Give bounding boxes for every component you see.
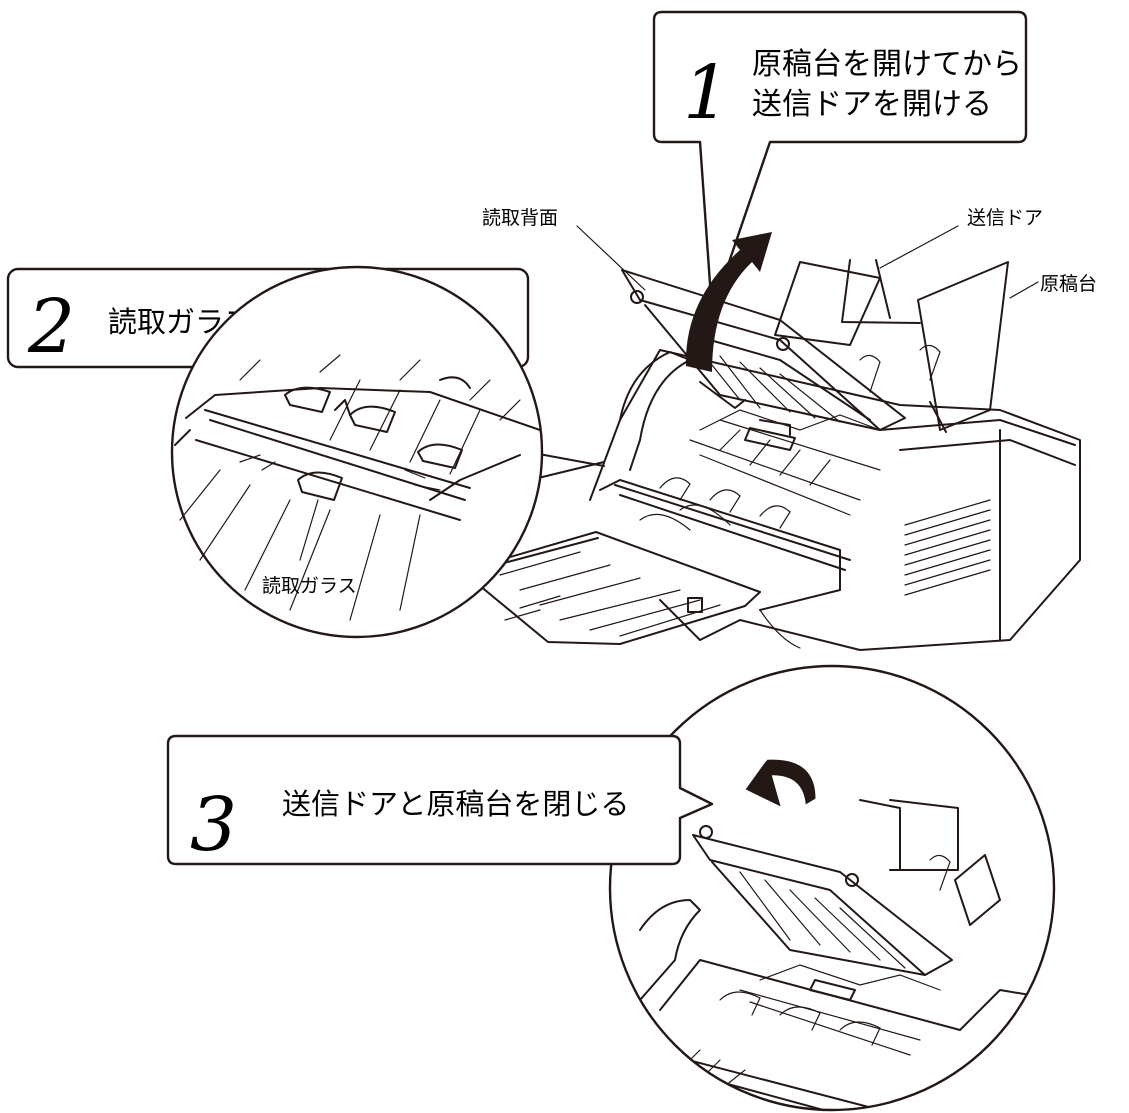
step-3-text: 送信ドアと原稿台を閉じる	[282, 787, 629, 821]
reading-back-leader-line	[576, 225, 646, 291]
step-3-zoom	[608, 664, 1056, 1112]
step-1-text-line2: 送信ドアを開ける	[752, 87, 992, 122]
label-reading-glass: 読取ガラス	[262, 575, 357, 597]
step-1-number: 1	[683, 50, 730, 136]
step-3-number: 3	[190, 782, 237, 868]
step-2-number: 2	[27, 284, 75, 370]
send-door-leader-line	[879, 225, 959, 269]
label-send-door: 送信ドア	[967, 207, 1043, 229]
label-reading-back: 読取背面	[482, 207, 558, 229]
step-1-callout: 1 原稿台を開けてから 送信ドアを開ける	[652, 10, 1028, 314]
step-3-callout: 3 送信ドアと原稿台を閉じる	[166, 734, 714, 868]
document-tray-leader-line	[1009, 281, 1039, 299]
step-1-text-line1: 原稿台を開けてから	[752, 47, 1022, 82]
reading-glass-zoom	[170, 265, 605, 639]
label-document-tray: 原稿台	[1040, 273, 1097, 295]
fax-machine-illustration	[461, 232, 1081, 651]
